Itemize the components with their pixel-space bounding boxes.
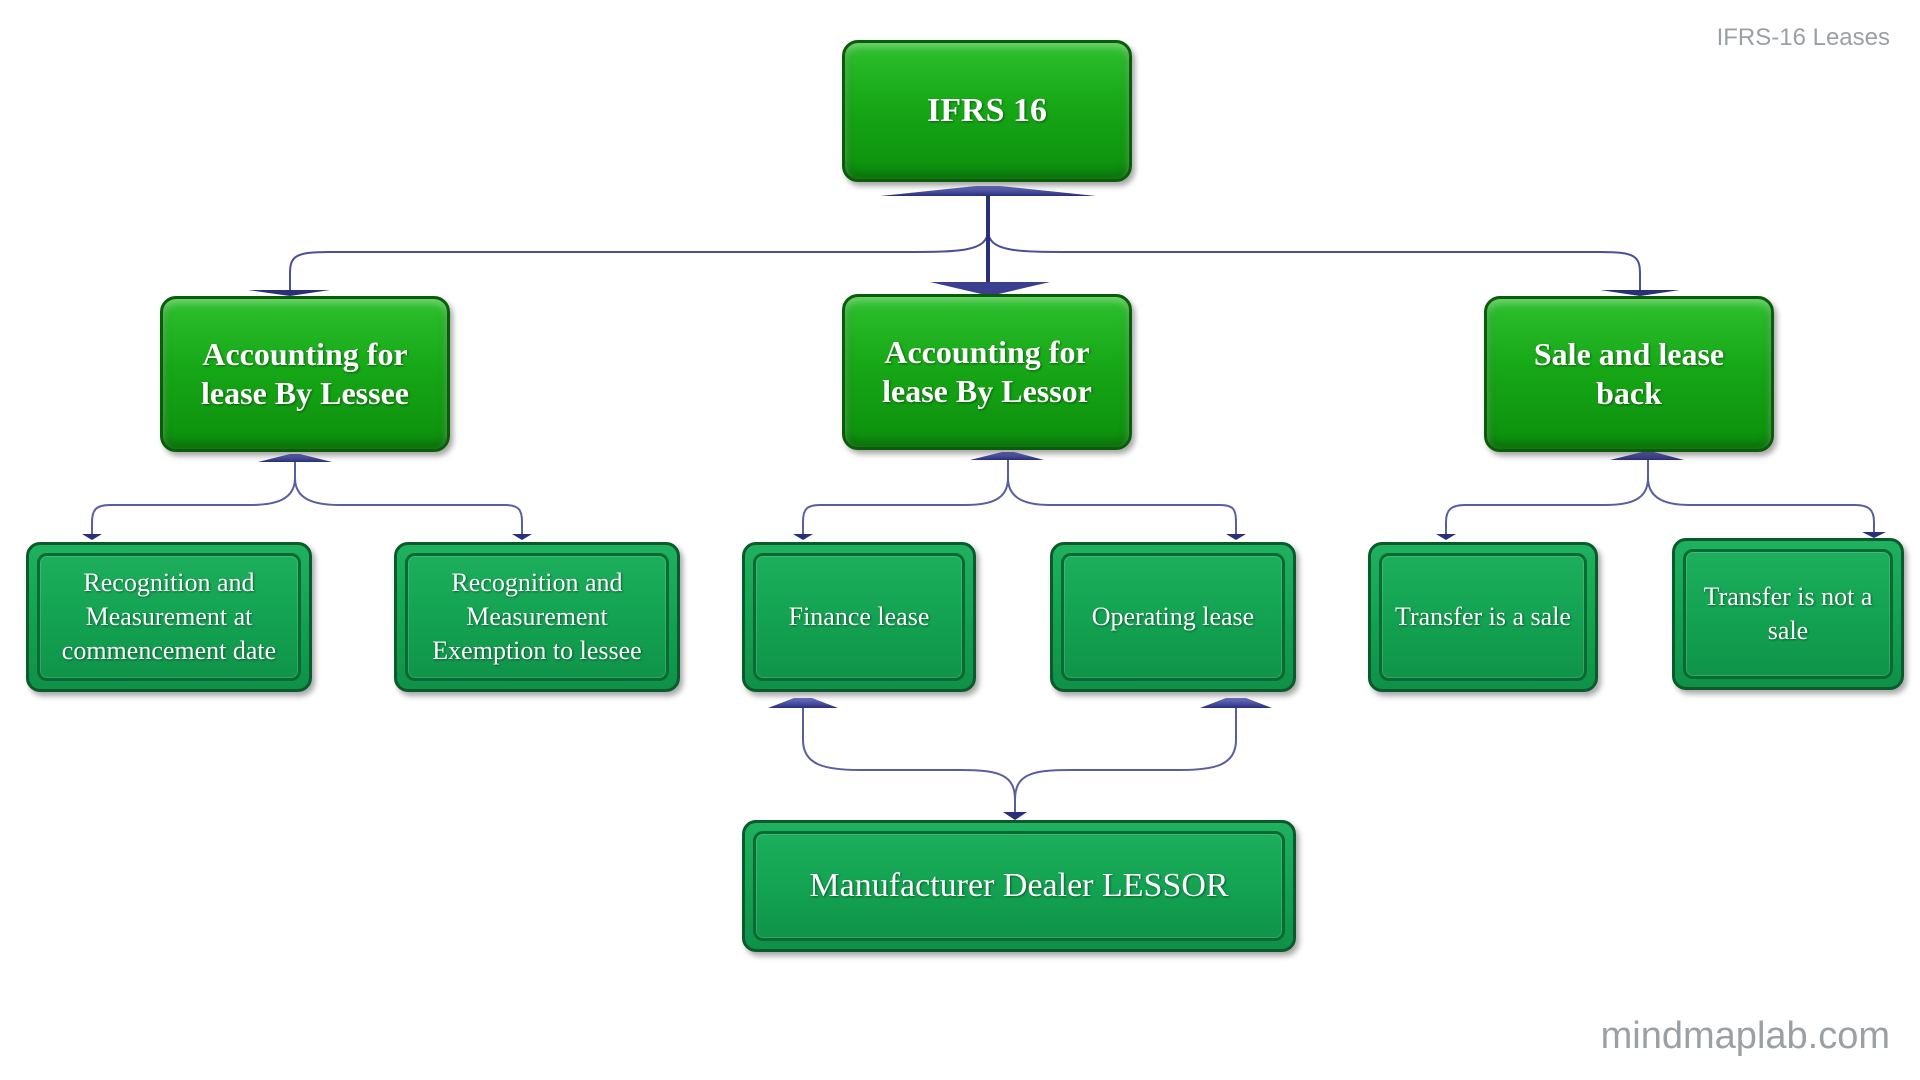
arrow-to-lessor: [930, 282, 1050, 296]
arrow-to-operating: [1200, 698, 1272, 708]
branch-sale-leaseback-label: Sale and lease back: [1533, 335, 1725, 411]
root-label: IFRS 16: [927, 92, 1047, 130]
branch-lessee-label: Accounting for lease By Lessee: [201, 335, 409, 411]
root-node[interactable]: IFRS 16: [842, 40, 1132, 182]
branch-sale-leaseback[interactable]: Sale and lease back: [1484, 296, 1774, 452]
leaf-transfer-not-sale-label: Transfer is not a sale: [1703, 582, 1873, 645]
branch-lessor-label: Accounting for lease By Lessor: [882, 333, 1092, 409]
saleback-cap: [1610, 452, 1684, 460]
watermark-site: mindmaplab.com: [1600, 1015, 1890, 1057]
leaf-finance-lease[interactable]: Finance lease: [742, 542, 976, 692]
lessor-cap: [970, 452, 1044, 460]
dealer-connector: [802, 708, 1237, 815]
manufacturer-dealer-lessor-label: Manufacturer Dealer LESSOR: [809, 866, 1229, 904]
arrow-to-finance: [768, 698, 838, 708]
leaf-transfer-sale[interactable]: Transfer is a sale: [1368, 542, 1598, 692]
leaf-recognition-exemption[interactable]: Recognition and Measurement Exemption to…: [394, 542, 680, 692]
leaf-frame: Finance lease: [753, 553, 965, 681]
arrow-to-leaf-4: [1226, 534, 1246, 540]
arrow-to-leaf-5: [1436, 534, 1456, 540]
root-cap: [880, 186, 1096, 196]
leaf-recognition-commencement-label: Recognition and Measurement at commencem…: [61, 568, 277, 665]
lessor-connector: [802, 460, 1237, 536]
leaf-frame: Recognition and Measurement at commencem…: [37, 553, 301, 681]
leaf-transfer-sale-label: Transfer is a sale: [1395, 602, 1571, 632]
branch-lessor[interactable]: Accounting for lease By Lessor: [842, 294, 1132, 450]
manufacturer-dealer-lessor-node[interactable]: Manufacturer Dealer LESSOR: [742, 820, 1296, 952]
leaf-frame: Manufacturer Dealer LESSOR: [753, 831, 1285, 941]
leaf-recognition-exemption-label: Recognition and Measurement Exemption to…: [432, 568, 642, 665]
arrow-to-leaf-3: [793, 534, 813, 540]
leaf-frame: Transfer is a sale: [1379, 553, 1587, 681]
leaf-operating-lease-label: Operating lease: [1091, 602, 1255, 632]
arrow-to-leaf-2: [512, 534, 532, 540]
arrow-to-leaf-1: [82, 534, 102, 540]
watermark-title: IFRS-16 Leases: [1716, 24, 1890, 51]
leaf-finance-lease-label: Finance lease: [788, 602, 930, 632]
leaf-frame: Transfer is not a sale: [1683, 549, 1893, 679]
leaf-transfer-not-sale[interactable]: Transfer is not a sale: [1672, 538, 1904, 690]
arrow-to-saleback: [1600, 290, 1680, 296]
leaf-frame: Recognition and Measurement Exemption to…: [405, 553, 669, 681]
leaf-recognition-commencement[interactable]: Recognition and Measurement at commencem…: [26, 542, 312, 692]
lessee-cap: [258, 454, 332, 462]
branch-lessee[interactable]: Accounting for lease By Lessee: [160, 296, 450, 452]
root-connector: [289, 196, 1641, 290]
arrow-to-dealer: [1003, 812, 1027, 820]
arrow-to-lessee: [248, 290, 330, 296]
arrow-to-leaf-6: [1862, 532, 1886, 538]
saleback-connector: [1445, 460, 1875, 536]
leaf-frame: Operating lease: [1061, 553, 1285, 681]
leaf-operating-lease[interactable]: Operating lease: [1050, 542, 1296, 692]
lessee-connector: [91, 462, 523, 536]
